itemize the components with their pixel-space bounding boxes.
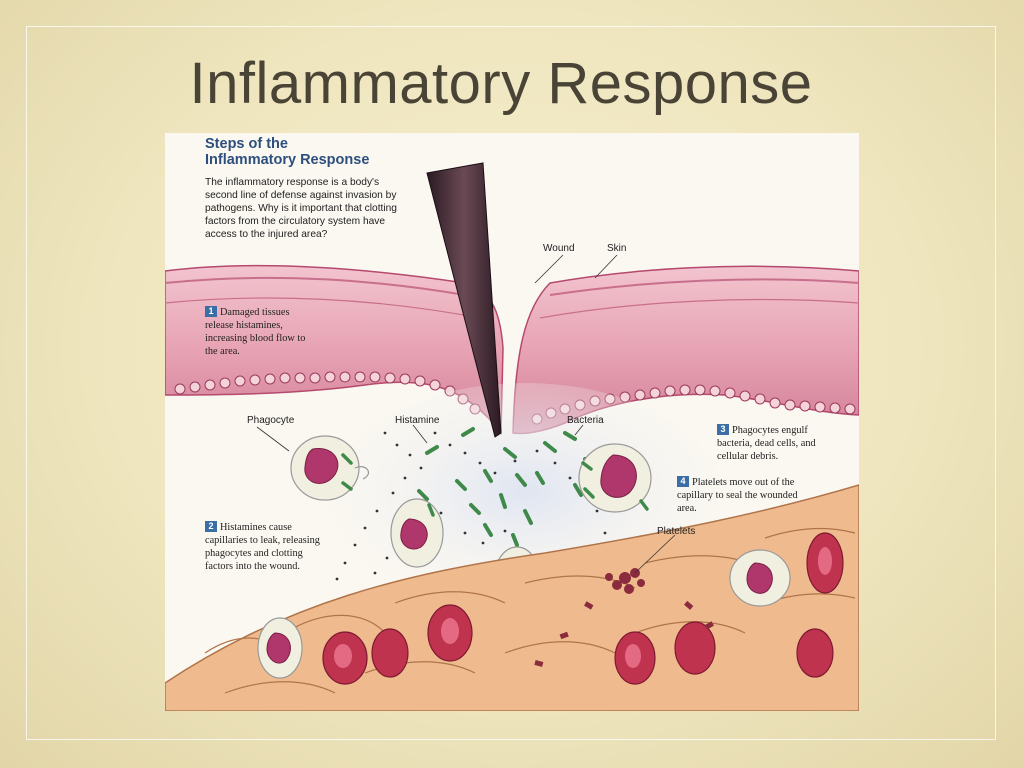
phagocyte-cell-in-vessel-left bbox=[257, 617, 303, 679]
label-wound: Wound bbox=[543, 243, 575, 254]
figure-heading-line1: Steps of the bbox=[205, 136, 288, 152]
label-skin: Skin bbox=[607, 243, 627, 254]
phagocyte-cell-in-vessel-right bbox=[729, 549, 791, 607]
platelet-cluster bbox=[534, 568, 714, 667]
inflammatory-response-illustration: Steps of the Inflammatory Response The i… bbox=[165, 133, 859, 711]
phagocyte-cell-right bbox=[578, 443, 652, 513]
label-phagocyte: Phagocyte bbox=[247, 415, 295, 426]
step-2-badge: 2 bbox=[205, 521, 217, 532]
label-bacteria: Bacteria bbox=[567, 415, 604, 426]
figure-intro-text: The inflammatory response is a body's se… bbox=[205, 177, 397, 240]
figure-heading: Steps of the Inflammatory Response bbox=[205, 136, 369, 168]
step-4-text: Platelets move out of the capillary to s… bbox=[677, 477, 798, 514]
phagocyte-cell-center-left bbox=[390, 498, 444, 568]
step-1-text: Damaged tissues release histamines, incr… bbox=[205, 307, 306, 357]
phagocyte-cell-left bbox=[290, 435, 369, 501]
step-1-badge: 1 bbox=[205, 306, 217, 317]
step-3-badge: 3 bbox=[717, 424, 729, 435]
slide-frame bbox=[26, 26, 996, 740]
puncturing-object bbox=[426, 162, 502, 438]
step-4-badge: 4 bbox=[677, 476, 689, 487]
figure-heading-line2: Inflammatory Response bbox=[205, 152, 370, 168]
step-2-text: Histamines cause capillaries to leak, re… bbox=[205, 522, 320, 572]
illustration-art bbox=[165, 162, 859, 711]
skin-basal-cells-left bbox=[174, 371, 481, 415]
slide-title: Inflammatory Response bbox=[189, 51, 813, 116]
step-3-text: Phagocytes engulf bacteria, dead cells, … bbox=[717, 425, 816, 462]
label-platelets: Platelets bbox=[657, 526, 696, 537]
label-histamine: Histamine bbox=[395, 415, 440, 426]
